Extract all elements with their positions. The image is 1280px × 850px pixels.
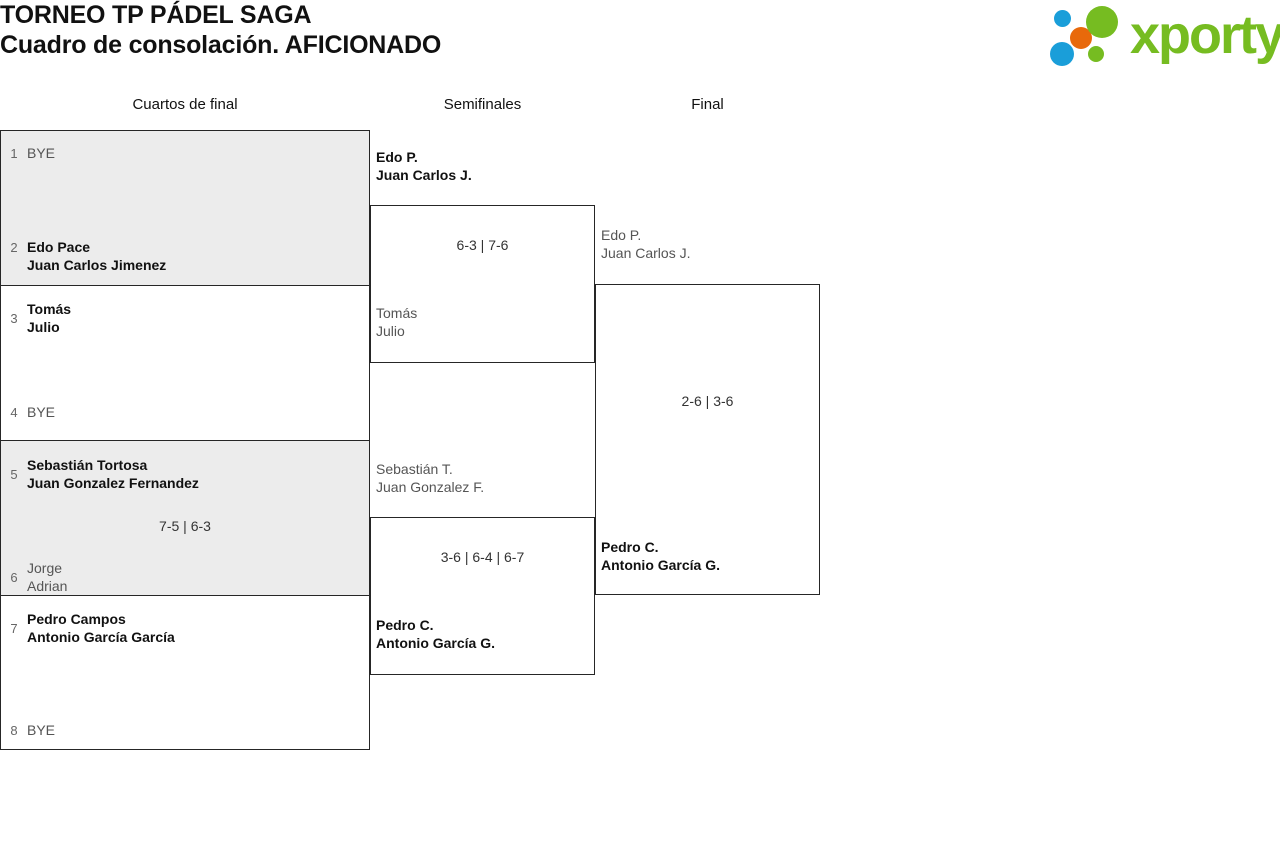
round-header-label: Semifinales	[443, 96, 522, 113]
logo-dot-blue-bottom	[1050, 42, 1074, 66]
round1-container: 1 BYE 2 Edo Pace Juan Carlos Jimenez 3 T…	[0, 130, 370, 750]
seed-number: 6	[10, 570, 18, 585]
table-row[interactable]: 1 BYE 2 Edo Pace Juan Carlos Jimenez	[1, 131, 369, 286]
logo-dot-orange	[1070, 27, 1092, 49]
round1-slot-top: 3 Tomás Julio	[1, 300, 369, 336]
logo-dot-green-small	[1088, 46, 1104, 62]
semifinal-1-box[interactable]: 6-3 | 7-6	[370, 205, 595, 363]
team-name: BYE	[27, 722, 56, 738]
team-name: Jorge Adrian	[27, 560, 68, 594]
round1-slot-bottom: 8 BYE	[1, 721, 369, 740]
seed-number: 2	[10, 240, 18, 255]
semifinal-2-box[interactable]: 3-6 | 6-4 | 6-7	[370, 517, 595, 675]
round2-eliminated-top: Tomás Julio	[376, 305, 418, 339]
table-row[interactable]: 3 Tomás Julio 4 BYE	[1, 286, 369, 441]
seed-number: 8	[10, 723, 18, 738]
xporty-logo[interactable]: xporty	[1048, 2, 1280, 72]
round2-advancer-bottom: Pedro C. Antonio García G.	[376, 617, 496, 651]
round1-slot-top: 1 BYE	[1, 144, 369, 163]
table-row[interactable]: 5 Sebastián Tortosa Juan Gonzalez Fernan…	[1, 441, 369, 596]
logo-dot-green-large	[1086, 6, 1118, 38]
round-header-semifinals: Semifinales	[370, 96, 595, 113]
seed-number: 7	[10, 621, 18, 636]
seed-number: 5	[10, 467, 18, 482]
round-header-quarterfinals: Cuartos de final	[0, 96, 370, 113]
match-score: 7-5 | 6-3	[159, 518, 211, 534]
round-header-final: Final	[595, 96, 820, 113]
team-name: Tomás Julio	[27, 301, 72, 335]
logo-dots-icon	[1048, 6, 1132, 68]
team-name: Edo Pace Juan Carlos Jimenez	[27, 239, 167, 273]
seed-number: 1	[10, 146, 18, 161]
round2-eliminated-bottom: Sebastián T. Juan Gonzalez F.	[376, 461, 485, 495]
round-header-label: Cuartos de final	[132, 96, 238, 113]
table-row[interactable]: 7 Pedro Campos Antonio García García 8 B…	[1, 596, 369, 749]
round1-slot-top: 7 Pedro Campos Antonio García García	[1, 610, 369, 646]
round1-slot-top: 5 Sebastián Tortosa Juan Gonzalez Fernan…	[1, 456, 369, 492]
final-runner-up: Edo P. Juan Carlos J.	[601, 227, 691, 261]
team-name: Pedro Campos Antonio García García	[27, 611, 175, 645]
round2-advancer-top: Edo P. Juan Carlos J.	[376, 149, 472, 183]
match-score: 2-6 | 3-6	[681, 393, 734, 409]
tournament-name: TORNEO TP PÁDEL SAGA	[0, 1, 312, 29]
final-box[interactable]: 2-6 | 3-6	[595, 284, 820, 595]
team-name: Sebastián Tortosa Juan Gonzalez Fernande…	[27, 457, 199, 491]
logo-dot-blue-top	[1054, 10, 1071, 27]
seed-number: 4	[10, 405, 18, 420]
team-name: BYE	[27, 404, 56, 420]
draw-name: Cuadro de consolación. AFICIONADO	[0, 31, 442, 59]
team-name: BYE	[27, 145, 56, 161]
final-champion: Pedro C. Antonio García G.	[601, 539, 721, 573]
seed-number: 3	[10, 311, 18, 326]
match-score: 3-6 | 6-4 | 6-7	[440, 549, 525, 565]
round1-slot-bottom: 6 Jorge Adrian	[1, 559, 369, 595]
page-title: TORNEO TP PÁDEL SAGA Cuadro de consolaci…	[0, 0, 780, 60]
round-header-label: Final	[691, 96, 724, 113]
logo-wordmark: xporty	[1130, 5, 1280, 65]
round1-slot-bottom: 4 BYE	[1, 403, 369, 422]
match-score: 6-3 | 7-6	[456, 237, 509, 253]
round1-slot-bottom: 2 Edo Pace Juan Carlos Jimenez	[1, 238, 369, 274]
